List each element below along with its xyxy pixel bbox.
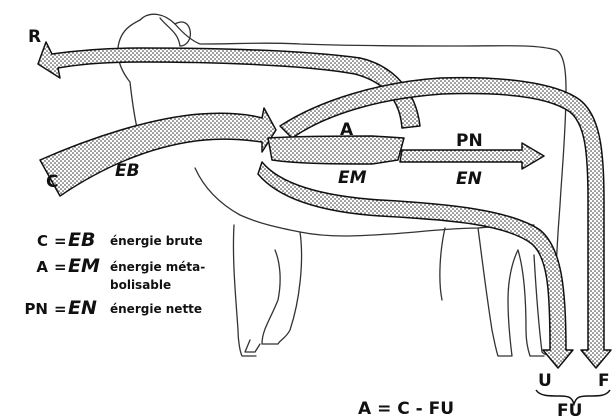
label-R: R	[28, 27, 41, 47]
svg-text:EB: EB	[68, 229, 95, 251]
svg-text:=: =	[54, 232, 67, 250]
label-EM: EM	[338, 168, 367, 188]
svg-text:énergie brute: énergie brute	[110, 234, 203, 248]
label-FU: FU	[557, 401, 582, 418]
svg-text:=: =	[54, 258, 67, 276]
label-EN: EN	[456, 169, 482, 189]
svg-text:C: C	[37, 232, 48, 250]
label-U: U	[538, 371, 552, 391]
svg-text:A: A	[36, 258, 48, 276]
label-EB: EB	[115, 161, 140, 181]
legend: C = EB énergie brute A = EM énergie méta…	[24, 229, 205, 319]
formula: A = C - FU	[358, 399, 454, 418]
label-PN: PN	[456, 131, 483, 151]
legend-row-PN: PN = EN énergie nette	[24, 297, 202, 319]
flow-arrow-A-EM	[268, 136, 404, 164]
label-F: F	[598, 371, 610, 391]
svg-text:=: =	[54, 300, 67, 318]
svg-text:bolisable: bolisable	[110, 278, 171, 292]
svg-text:énergie méta-: énergie méta-	[110, 260, 205, 274]
svg-text:PN: PN	[24, 300, 48, 318]
svg-text:EM: EM	[68, 255, 100, 277]
svg-text:énergie nette: énergie nette	[110, 302, 202, 316]
svg-text:EN: EN	[68, 297, 97, 319]
flow-arrow-C-EB	[40, 108, 276, 196]
legend-row-A: A = EM énergie méta- bolisable	[36, 255, 205, 292]
label-C: C	[46, 172, 58, 192]
legend-row-C: C = EB énergie brute	[37, 229, 203, 251]
label-A: A	[340, 120, 354, 140]
